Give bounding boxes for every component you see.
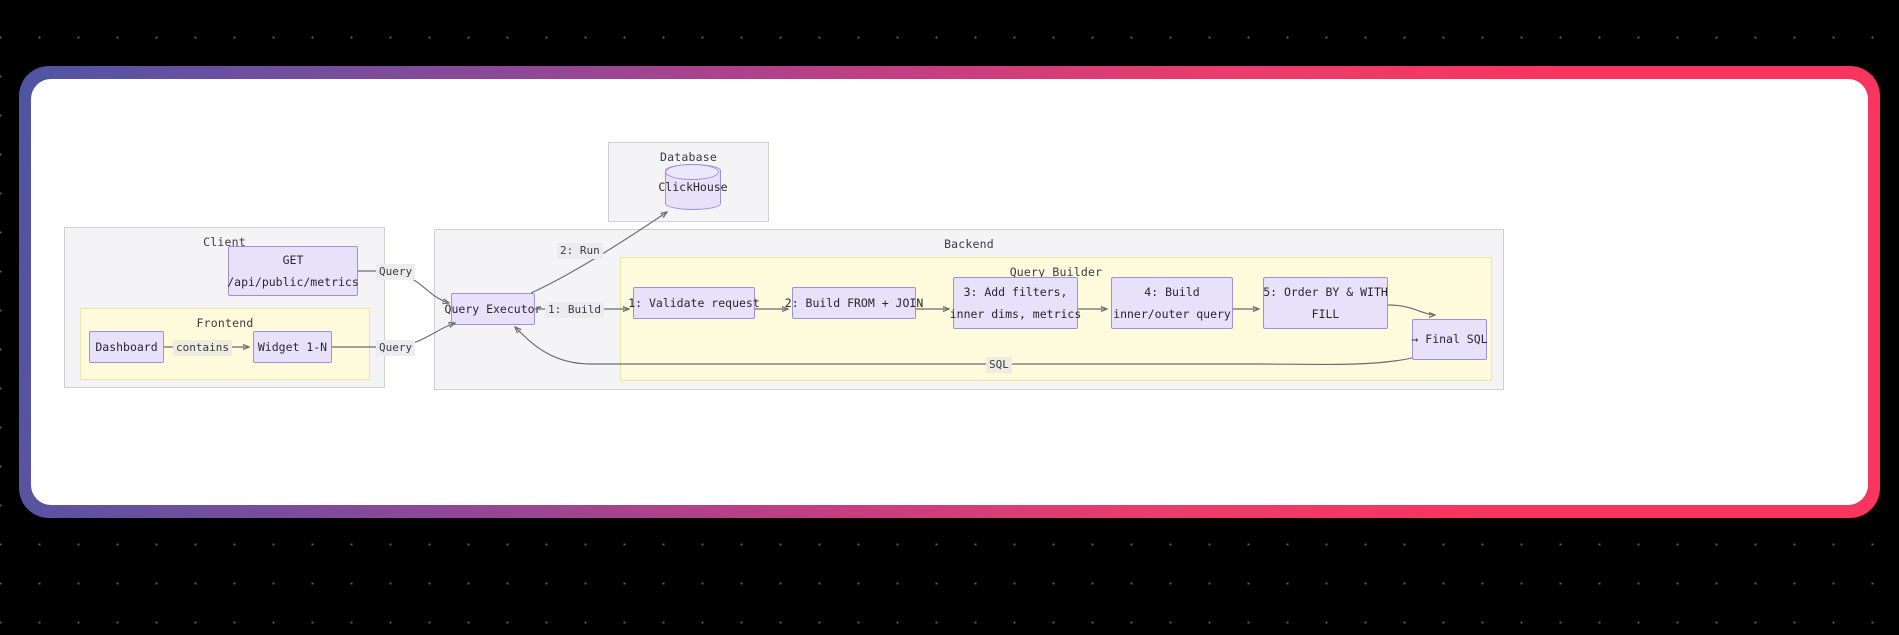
- node-dashboard[interactable]: Dashboard: [89, 331, 164, 363]
- group-backend-title: Backend: [944, 237, 994, 251]
- node-widget-label: Widget 1-N: [257, 339, 328, 354]
- edge-label-sql: SQL: [986, 357, 1012, 373]
- group-database-title: Database: [660, 150, 717, 164]
- node-step-1-label: 1: Validate request: [628, 295, 760, 310]
- group-query-builder-title: Query Builder: [1009, 265, 1103, 279]
- node-api-endpoint[interactable]: GET /api/public/metrics: [227, 246, 359, 296]
- edge-label-query-bottom: Query: [376, 340, 416, 356]
- group-client-title: Client: [203, 235, 246, 249]
- node-api-endpoint-path: /api/public/metrics: [227, 275, 359, 289]
- node-clickhouse-label: ClickHouse: [658, 180, 728, 194]
- node-clickhouse[interactable]: ClickHouse: [658, 164, 728, 210]
- diagram-surface: Database ClickHouse Client GET /api/publ…: [31, 79, 1868, 505]
- node-final-sql[interactable]: → Final SQL: [1411, 319, 1488, 360]
- node-dashboard-label: Dashboard: [95, 339, 158, 354]
- node-final-sql-label: → Final SQL: [1411, 332, 1488, 347]
- node-step-2-label: 2: Build FROM + JOIN: [784, 295, 924, 310]
- node-step-4-label-line2: inner/outer query: [1113, 307, 1231, 321]
- node-query-executor-label: Query Executor: [444, 301, 542, 316]
- node-step-5-label-line2: FILL: [1311, 307, 1340, 321]
- node-step-1-validate-request[interactable]: 1: Validate request: [628, 287, 760, 319]
- node-step-5-order-by-with-fill[interactable]: 5: Order BY & WITH FILL: [1263, 277, 1388, 329]
- node-api-endpoint-method: GET: [282, 252, 304, 267]
- edge-label-run: 2: Run: [557, 243, 603, 259]
- node-step-4-label-line1: 4: Build: [1144, 284, 1200, 299]
- diagram-frame: Database ClickHouse Client GET /api/publ…: [19, 66, 1880, 518]
- node-step-3-label-line2: inner dims, metrics: [949, 307, 1082, 321]
- node-step-5-label-line1: 5: Order BY & WITH: [1263, 284, 1388, 299]
- diagram-canvas: Database ClickHouse Client GET /api/publ…: [31, 79, 1868, 505]
- edge-label-query-top: Query: [376, 264, 416, 280]
- node-step-3-label-line1: 3: Add filters,: [963, 284, 1068, 299]
- node-step-2-build-from-join[interactable]: 2: Build FROM + JOIN: [785, 287, 923, 319]
- edge-label-build: 1: Build: [545, 302, 604, 318]
- node-widget[interactable]: Widget 1-N: [253, 331, 332, 363]
- edge-label-contains: contains: [173, 340, 232, 356]
- group-frontend-title: Frontend: [196, 316, 254, 330]
- node-query-executor[interactable]: Query Executor: [445, 293, 541, 325]
- node-step-3-add-filters[interactable]: 3: Add filters, inner dims, metrics: [950, 277, 1081, 329]
- node-step-4-build-inner-outer-query[interactable]: 4: Build inner/outer query: [1111, 277, 1233, 329]
